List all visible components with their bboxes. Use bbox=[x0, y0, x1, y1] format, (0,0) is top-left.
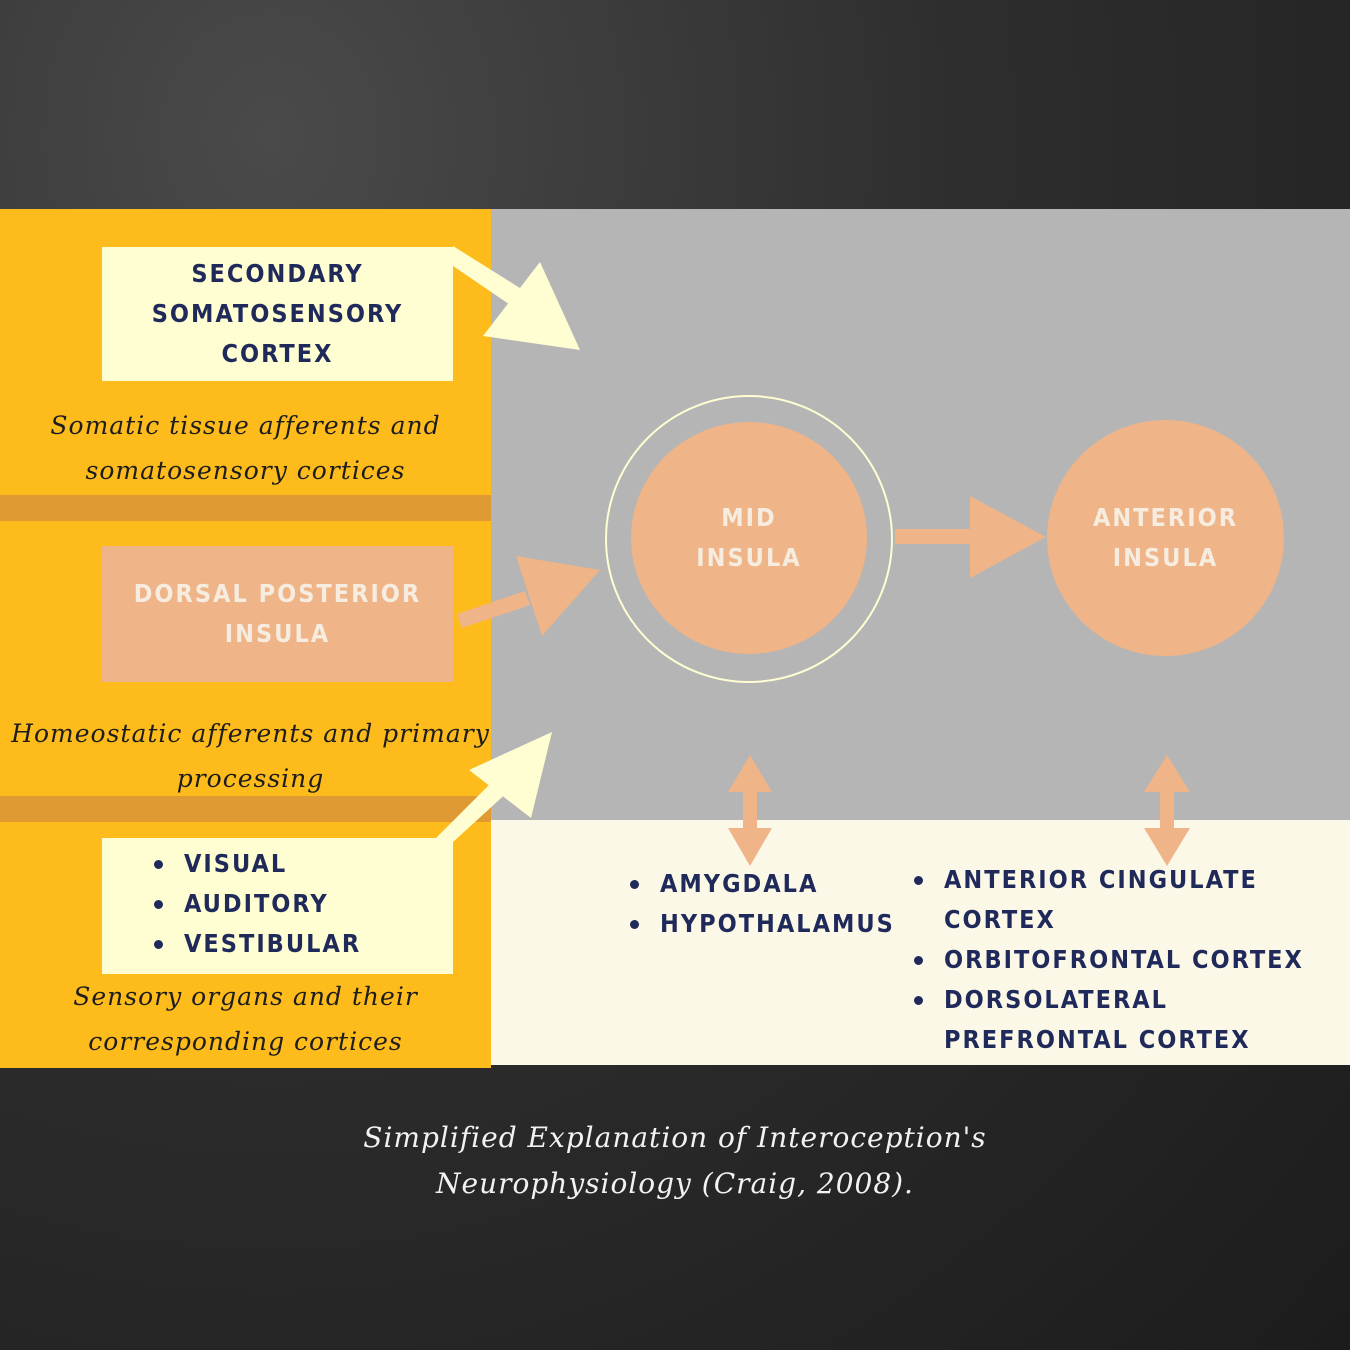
caption-homeostatic: Homeostatic afferents and primary proces… bbox=[0, 711, 501, 801]
secondary-somatosensory-cortex-box: SECONDARY SOMATOSENSORY CORTEX bbox=[102, 247, 453, 381]
senses-list: VISUAL AUDITORY VESTIBULAR bbox=[150, 844, 453, 964]
circle-line: ANTERIOR bbox=[1092, 503, 1239, 532]
anterior-insula-circle: ANTERIOR INSULA bbox=[1047, 420, 1284, 656]
caption-line: corresponding cortices bbox=[88, 1027, 403, 1056]
circle-line: INSULA bbox=[1112, 543, 1219, 572]
list-item: ORBITOFRONTAL CORTEX bbox=[910, 940, 1340, 980]
double-arrow-anterior bbox=[1144, 755, 1190, 866]
caption-line: Neurophysiology (Craig, 2008). bbox=[436, 1167, 914, 1200]
list-item: HYPOTHALAMUS bbox=[626, 904, 906, 944]
box-line: INSULA bbox=[224, 619, 331, 648]
mid-insula-circle: MID INSULA bbox=[631, 422, 867, 654]
mid-insula-ring bbox=[605, 395, 893, 683]
arrow-secondary-to-mid bbox=[453, 246, 580, 350]
arrow-mid-to-anterior bbox=[895, 496, 1046, 578]
caption-line: Somatic tissue afferents and bbox=[50, 411, 441, 440]
caption-line: somatosensory cortices bbox=[85, 456, 406, 485]
caption-somatic: Somatic tissue afferents and somatosenso… bbox=[0, 403, 491, 493]
arrow-senses-to-mid bbox=[436, 732, 552, 842]
list-item: VESTIBULAR bbox=[150, 924, 453, 964]
box-line: DORSAL POSTERIOR bbox=[133, 579, 422, 608]
caption-line: Homeostatic afferents and primary bbox=[11, 719, 490, 748]
box-line: SECONDARY bbox=[191, 259, 364, 288]
mid-connections-list: AMYGDALA HYPOTHALAMUS bbox=[626, 864, 906, 944]
figure-caption: Simplified Explanation of Interoception'… bbox=[0, 1115, 1350, 1207]
arrow-dorsal-to-mid bbox=[457, 556, 600, 636]
dorsal-posterior-insula-box: DORSAL POSTERIOR INSULA bbox=[102, 546, 453, 682]
connections-panel bbox=[491, 820, 1350, 1065]
list-item: ANTERIOR CINGULATE CORTEX bbox=[910, 860, 1340, 940]
list-item: DORSOLATERAL PREFRONTAL CORTEX bbox=[910, 980, 1340, 1060]
circle-line: INSULA bbox=[696, 543, 802, 572]
list-item: AMYGDALA bbox=[626, 864, 906, 904]
double-arrow-mid bbox=[728, 755, 772, 866]
list-item: AUDITORY bbox=[150, 884, 453, 924]
caption-line: Simplified Explanation of Interoception'… bbox=[363, 1121, 987, 1154]
caption-line: Sensory organs and their bbox=[73, 982, 418, 1011]
anterior-connections-list: ANTERIOR CINGULATE CORTEX ORBITOFRONTAL … bbox=[910, 860, 1340, 1060]
list-item: VISUAL bbox=[150, 844, 453, 884]
circle-line: MID bbox=[721, 503, 777, 532]
divider-top bbox=[0, 495, 491, 521]
caption-sensory: Sensory organs and their corresponding c… bbox=[0, 974, 491, 1064]
box-line: CORTEX bbox=[221, 339, 334, 368]
caption-line: processing bbox=[176, 764, 325, 793]
box-line: SOMATOSENSORY bbox=[151, 299, 404, 328]
senses-box: VISUAL AUDITORY VESTIBULAR bbox=[102, 838, 453, 974]
divider-bottom bbox=[0, 796, 491, 822]
